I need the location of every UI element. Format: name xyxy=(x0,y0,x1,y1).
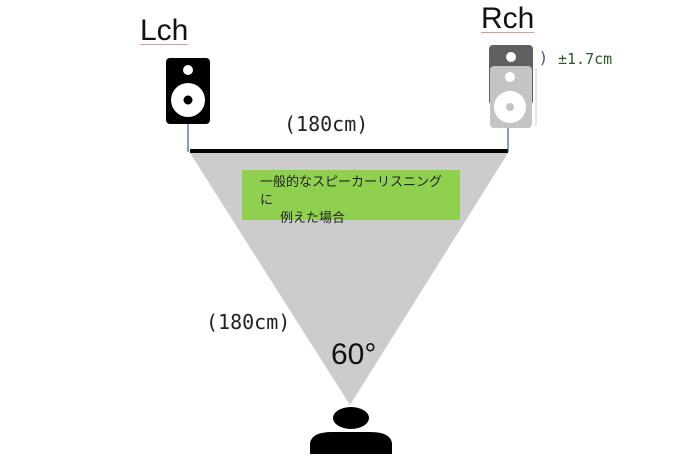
angle-label: 60° xyxy=(331,338,377,371)
speaker-distance-label: (180cm) xyxy=(284,112,369,136)
caption-line-1: 一般的なスピーカーリスニングに xyxy=(260,175,443,208)
listener-icon xyxy=(310,407,392,454)
caption-line-2: 例えた場合 xyxy=(280,211,346,226)
left-channel-label: Lch xyxy=(140,14,189,47)
right-speaker-icon xyxy=(489,45,537,128)
listener-distance-label: (180cm) xyxy=(206,310,291,334)
caption-box: 一般的なスピーカーリスニングに 例えた場合 xyxy=(242,170,460,226)
right-channel-label: Rch xyxy=(481,2,535,35)
tolerance-bracket: ) xyxy=(540,48,547,67)
left-speaker-icon xyxy=(166,58,210,124)
tolerance-value: ±1.7cm xyxy=(558,50,613,68)
